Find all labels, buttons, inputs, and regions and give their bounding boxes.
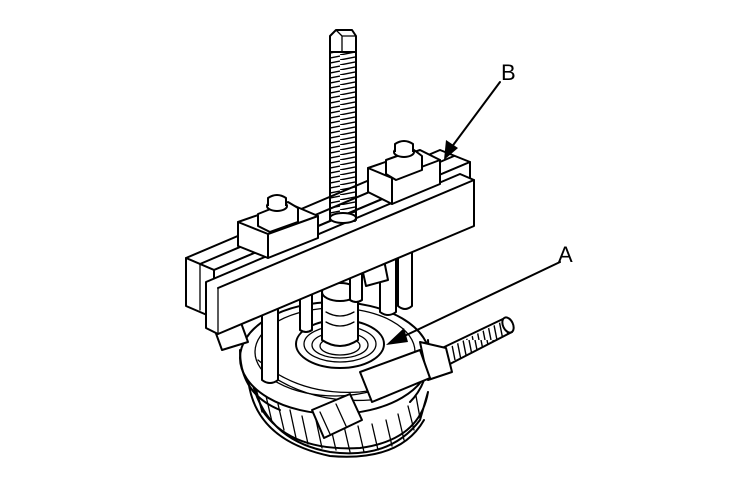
callout-b: B — [444, 60, 516, 160]
nut-right — [367, 140, 441, 205]
side-bolt — [419, 316, 515, 381]
label-a: A — [558, 242, 573, 267]
label-b: B — [501, 60, 516, 85]
arrowhead-a — [386, 328, 408, 345]
leg-right-back — [397, 249, 413, 310]
forcing-screw — [329, 29, 357, 224]
leader-line-a — [395, 261, 561, 341]
callout-a: A — [386, 242, 573, 345]
lower-bolt — [311, 349, 431, 439]
arrowhead-b — [444, 140, 458, 160]
screw-head — [329, 29, 357, 53]
bar-front — [205, 173, 475, 335]
nut-left — [237, 194, 319, 259]
gear-teeth — [247, 371, 429, 458]
leader-line-b — [447, 81, 501, 153]
